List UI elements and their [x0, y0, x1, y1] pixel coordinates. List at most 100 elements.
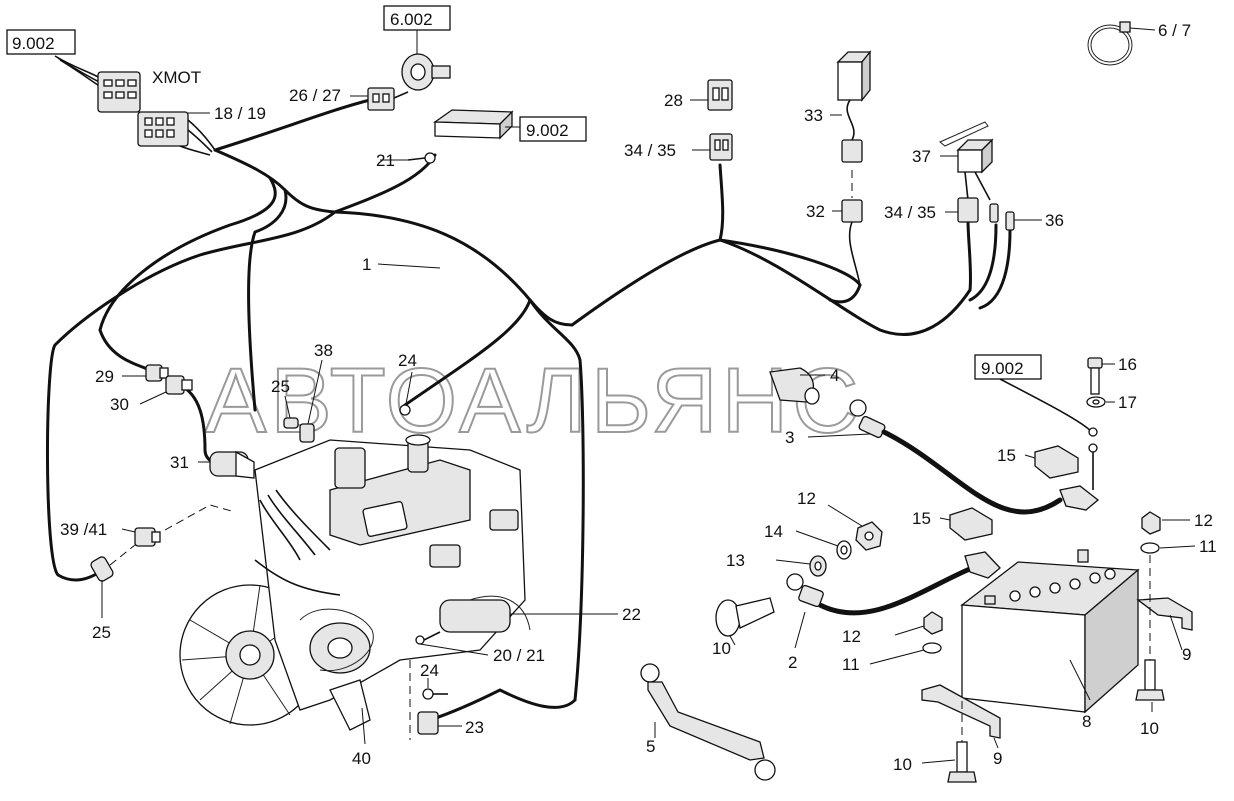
- battery-ground-group: 9.002 16 17: [974, 354, 1137, 490]
- label-6-7: 6 / 7: [1158, 21, 1191, 40]
- label-10-a: 10: [712, 639, 731, 658]
- connector-32: [841, 199, 863, 223]
- label-16: 16: [1118, 355, 1137, 374]
- label-11-b: 11: [1199, 537, 1217, 556]
- main-harness: [46, 98, 1012, 722]
- connector-26-27: [367, 87, 409, 111]
- ring-terminal-24-bottom: 24: [409, 660, 448, 740]
- label-28: 28: [664, 91, 683, 110]
- xmot-connector-group: 9.002 XMOT 18 / 19: [6, 29, 266, 156]
- ref-box-module: [519, 116, 587, 142]
- label-14: 14: [764, 522, 783, 541]
- label-31: 31: [170, 453, 189, 472]
- ring-terminal-20-21: 20 / 21: [415, 631, 545, 665]
- label-22: 22: [622, 605, 641, 624]
- ref-label-top-left: 9.002: [12, 34, 55, 53]
- module-9-002: 9.002: [433, 109, 587, 142]
- label-12-a: 12: [797, 489, 816, 508]
- cable-2: 2: [786, 551, 1001, 672]
- connector-34-35-b: [957, 197, 979, 223]
- hold-down-left: 9 12 11 10: [842, 610, 1002, 783]
- label-25-a: 25: [271, 377, 290, 396]
- label-37: 37: [912, 147, 931, 166]
- label-33: 33: [804, 106, 823, 125]
- bolt-10-right: 10: [1135, 659, 1165, 738]
- label-20-21: 20 / 21: [493, 646, 545, 665]
- battery-8: 8: [960, 549, 1140, 731]
- ring-terminal-24-top: 24: [398, 351, 417, 416]
- hold-down-right: 9 12 11 10: [1135, 511, 1217, 738]
- label-39-41: 39 /41: [60, 520, 107, 539]
- label-15-b: 15: [912, 509, 931, 528]
- ref-label-top-center: 6.002: [390, 10, 433, 29]
- label-3: 3: [785, 428, 794, 447]
- nut-12-left: 12: [797, 489, 883, 551]
- label-36: 36: [1045, 211, 1064, 230]
- connector-36: [1005, 211, 1015, 231]
- terminal-cover-15-top: 15: [997, 445, 1079, 479]
- label-40: 40: [352, 749, 371, 768]
- label-24-a: 24: [398, 351, 417, 370]
- label-34-35-a: 34 / 35: [624, 141, 676, 160]
- cable-3: 4 3: [769, 366, 1100, 515]
- sensor-6-002-group: 6.002 26 / 27: [289, 5, 451, 111]
- ring-terminal-21: 21: [376, 151, 436, 170]
- bolt-10-bottom: 10: [893, 741, 977, 783]
- xmot-connector: [97, 71, 141, 113]
- ground-strap-5: 5: [640, 663, 776, 781]
- terminal-cover-15-bottom: 15: [912, 507, 993, 541]
- label-10-c: 10: [893, 755, 912, 774]
- label-17: 17: [1118, 393, 1137, 412]
- actuator-31: 31: [170, 450, 255, 479]
- module-33: 33 32: [804, 50, 872, 286]
- ref-box-top-center: [383, 5, 451, 31]
- washer-17: 17: [1086, 393, 1137, 412]
- washer-13: 13: [726, 551, 827, 577]
- connector-18-19: [137, 111, 189, 147]
- ref-label-module: 9.002: [526, 121, 569, 140]
- label-2: 2: [788, 653, 797, 672]
- washer-14: 14: [764, 522, 852, 560]
- ref-label-battery: 9.002: [981, 359, 1024, 378]
- washer-11-bottom: [922, 642, 942, 654]
- nut-12-right: [1141, 511, 1161, 535]
- label-29: 29: [95, 367, 114, 386]
- label-11-a: 11: [842, 655, 860, 674]
- bolt-16: 16: [1087, 355, 1137, 395]
- sensor-38: 38: [299, 341, 333, 443]
- label-38: 38: [314, 341, 333, 360]
- sensor-39-41: 39 /41 25: [60, 504, 236, 642]
- sensor-29: 29: [95, 364, 169, 386]
- label-34-35-b: 34 / 35: [884, 203, 936, 222]
- ref-box-battery: [974, 354, 1042, 380]
- label-23: 23: [465, 718, 484, 737]
- connector-28-34-35: 28 34 / 35: [624, 79, 733, 161]
- label-15-a: 15: [997, 446, 1016, 465]
- ref-box-top-left: [6, 29, 76, 55]
- relay-37: 37 34 / 35 36: [884, 121, 1064, 231]
- label-18-19: 18 / 19: [214, 104, 266, 123]
- sensor-6-002: [401, 53, 451, 91]
- label-1: 1: [362, 255, 371, 274]
- label-5: 5: [646, 737, 655, 756]
- label-25-b: 25: [92, 623, 111, 642]
- nut-12-bottom: [923, 611, 943, 635]
- washer-11-right: [1140, 542, 1160, 554]
- label-8: 8: [1082, 712, 1091, 731]
- label-26-27: 26 / 27: [289, 86, 341, 105]
- label-9-b: 9: [993, 749, 1002, 768]
- label-32: 32: [806, 202, 825, 221]
- connector-23: 23: [417, 711, 484, 737]
- label-12-b: 12: [842, 627, 861, 646]
- label-10-b: 10: [1140, 719, 1159, 738]
- sleeve-25-top: 25: [271, 377, 299, 429]
- label-13: 13: [726, 551, 745, 570]
- clamp-6-7: 6 / 7: [1087, 21, 1191, 66]
- bolt-10-left: 10: [712, 597, 775, 658]
- sensor-30: 30: [110, 375, 193, 414]
- label-21: 21: [376, 151, 395, 170]
- label-12-c: 12: [1194, 511, 1213, 530]
- label-xmot: XMOT: [152, 68, 201, 87]
- label-24-b: 24: [420, 661, 439, 680]
